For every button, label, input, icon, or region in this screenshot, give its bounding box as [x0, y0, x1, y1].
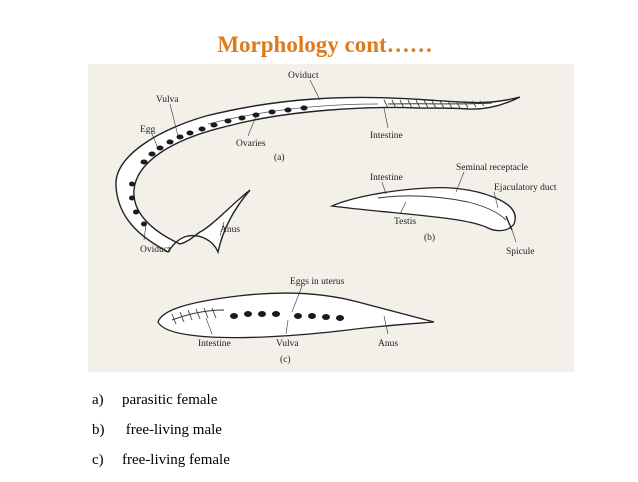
worm-b-testis: [377, 195, 469, 203]
label-testis: Testis: [394, 217, 416, 227]
worm-a-oviduct-top-leader: [309, 79, 321, 101]
caption-text: free-living female: [122, 452, 230, 468]
label-panel-a: (a): [274, 152, 285, 163]
label-oviduct-bottom: Oviduct: [140, 245, 171, 255]
label-ejaculatory-duct: Ejaculatory duct: [494, 183, 557, 193]
worm-b-body: [329, 186, 516, 232]
label-egg: Egg: [140, 125, 156, 135]
worm-b-testis-leader: [399, 201, 407, 215]
nematode-morphology-figure: Oviduct Vulva Egg Ovaries Intestine (a) …: [88, 64, 574, 372]
worm-a-intestine-leader: [383, 107, 389, 129]
caption-letter: a): [92, 392, 104, 408]
label-anus-a: Anus: [220, 225, 240, 235]
label-vulva-a: Vulva: [156, 95, 179, 105]
label-panel-b: (b): [424, 232, 435, 243]
label-intestine-c: Intestine: [198, 339, 231, 349]
label-intestine-b: Intestine: [370, 173, 403, 183]
caption-text: free-living male: [122, 422, 222, 438]
caption-list: a) parasitic female b) free-living male …: [92, 392, 230, 482]
worm-b-seminal-leader: [455, 171, 465, 193]
label-spicule: Spicule: [506, 247, 535, 257]
worm-c-anus-leader: [383, 315, 389, 335]
caption-item-a: a) parasitic female: [92, 392, 230, 422]
caption-item-b: b) free-living male: [92, 422, 230, 452]
worm-a-ovaries-leader: [247, 115, 257, 137]
worm-b-ejaculatory-leader: [493, 191, 499, 209]
slide-title-text: Morphology cont……: [217, 32, 433, 57]
caption-letter: c): [92, 452, 104, 468]
caption-letter: b): [92, 422, 105, 438]
worm-a-body: [115, 96, 521, 255]
worm-c-eggs: [230, 311, 344, 321]
worm-b-ejaculatory-duct: [467, 201, 507, 221]
worm-c-intestine-leader: [205, 317, 213, 335]
worm-b-intestine-leader: [381, 181, 387, 195]
label-ovaries: Ovaries: [236, 139, 266, 149]
worm-c-vulva-leader: [285, 319, 289, 335]
worm-a-intestine-hatch: [383, 99, 485, 109]
worm-c-intestine-hatch: [171, 307, 217, 325]
label-intestine-a: Intestine: [370, 131, 403, 141]
label-oviduct-top: Oviduct: [288, 71, 319, 81]
worm-a: Oviduct Vulva Egg Ovaries Intestine (a) …: [115, 71, 521, 255]
worm-a-vulva-leader: [169, 103, 179, 137]
worm-a-eggs: [129, 105, 308, 227]
caption-item-c: c) free-living female: [92, 452, 230, 482]
label-eggs-in-uterus: Eggs in uterus: [290, 277, 345, 287]
worm-b: Intestine Seminal receptacle Ejaculatory…: [329, 163, 557, 257]
worm-b-spicule: [505, 215, 513, 231]
worm-a-oviduct-bottom-leader: [143, 223, 147, 241]
slide-title: Morphology cont……: [0, 32, 638, 58]
label-anus-c: Anus: [378, 339, 398, 349]
worm-a-egg-leader: [151, 133, 159, 149]
worm-c: Eggs in uterus Intestine Vulva Anus (c): [157, 277, 435, 365]
label-seminal-receptacle: Seminal receptacle: [456, 163, 528, 173]
worm-a-anus-leader: [219, 221, 225, 237]
label-vulva-c: Vulva: [276, 339, 299, 349]
worm-c-eggs-leader: [291, 285, 303, 313]
label-panel-c: (c): [280, 354, 291, 365]
worm-b-spicule-leader: [511, 229, 517, 243]
caption-text: parasitic female: [122, 392, 218, 408]
